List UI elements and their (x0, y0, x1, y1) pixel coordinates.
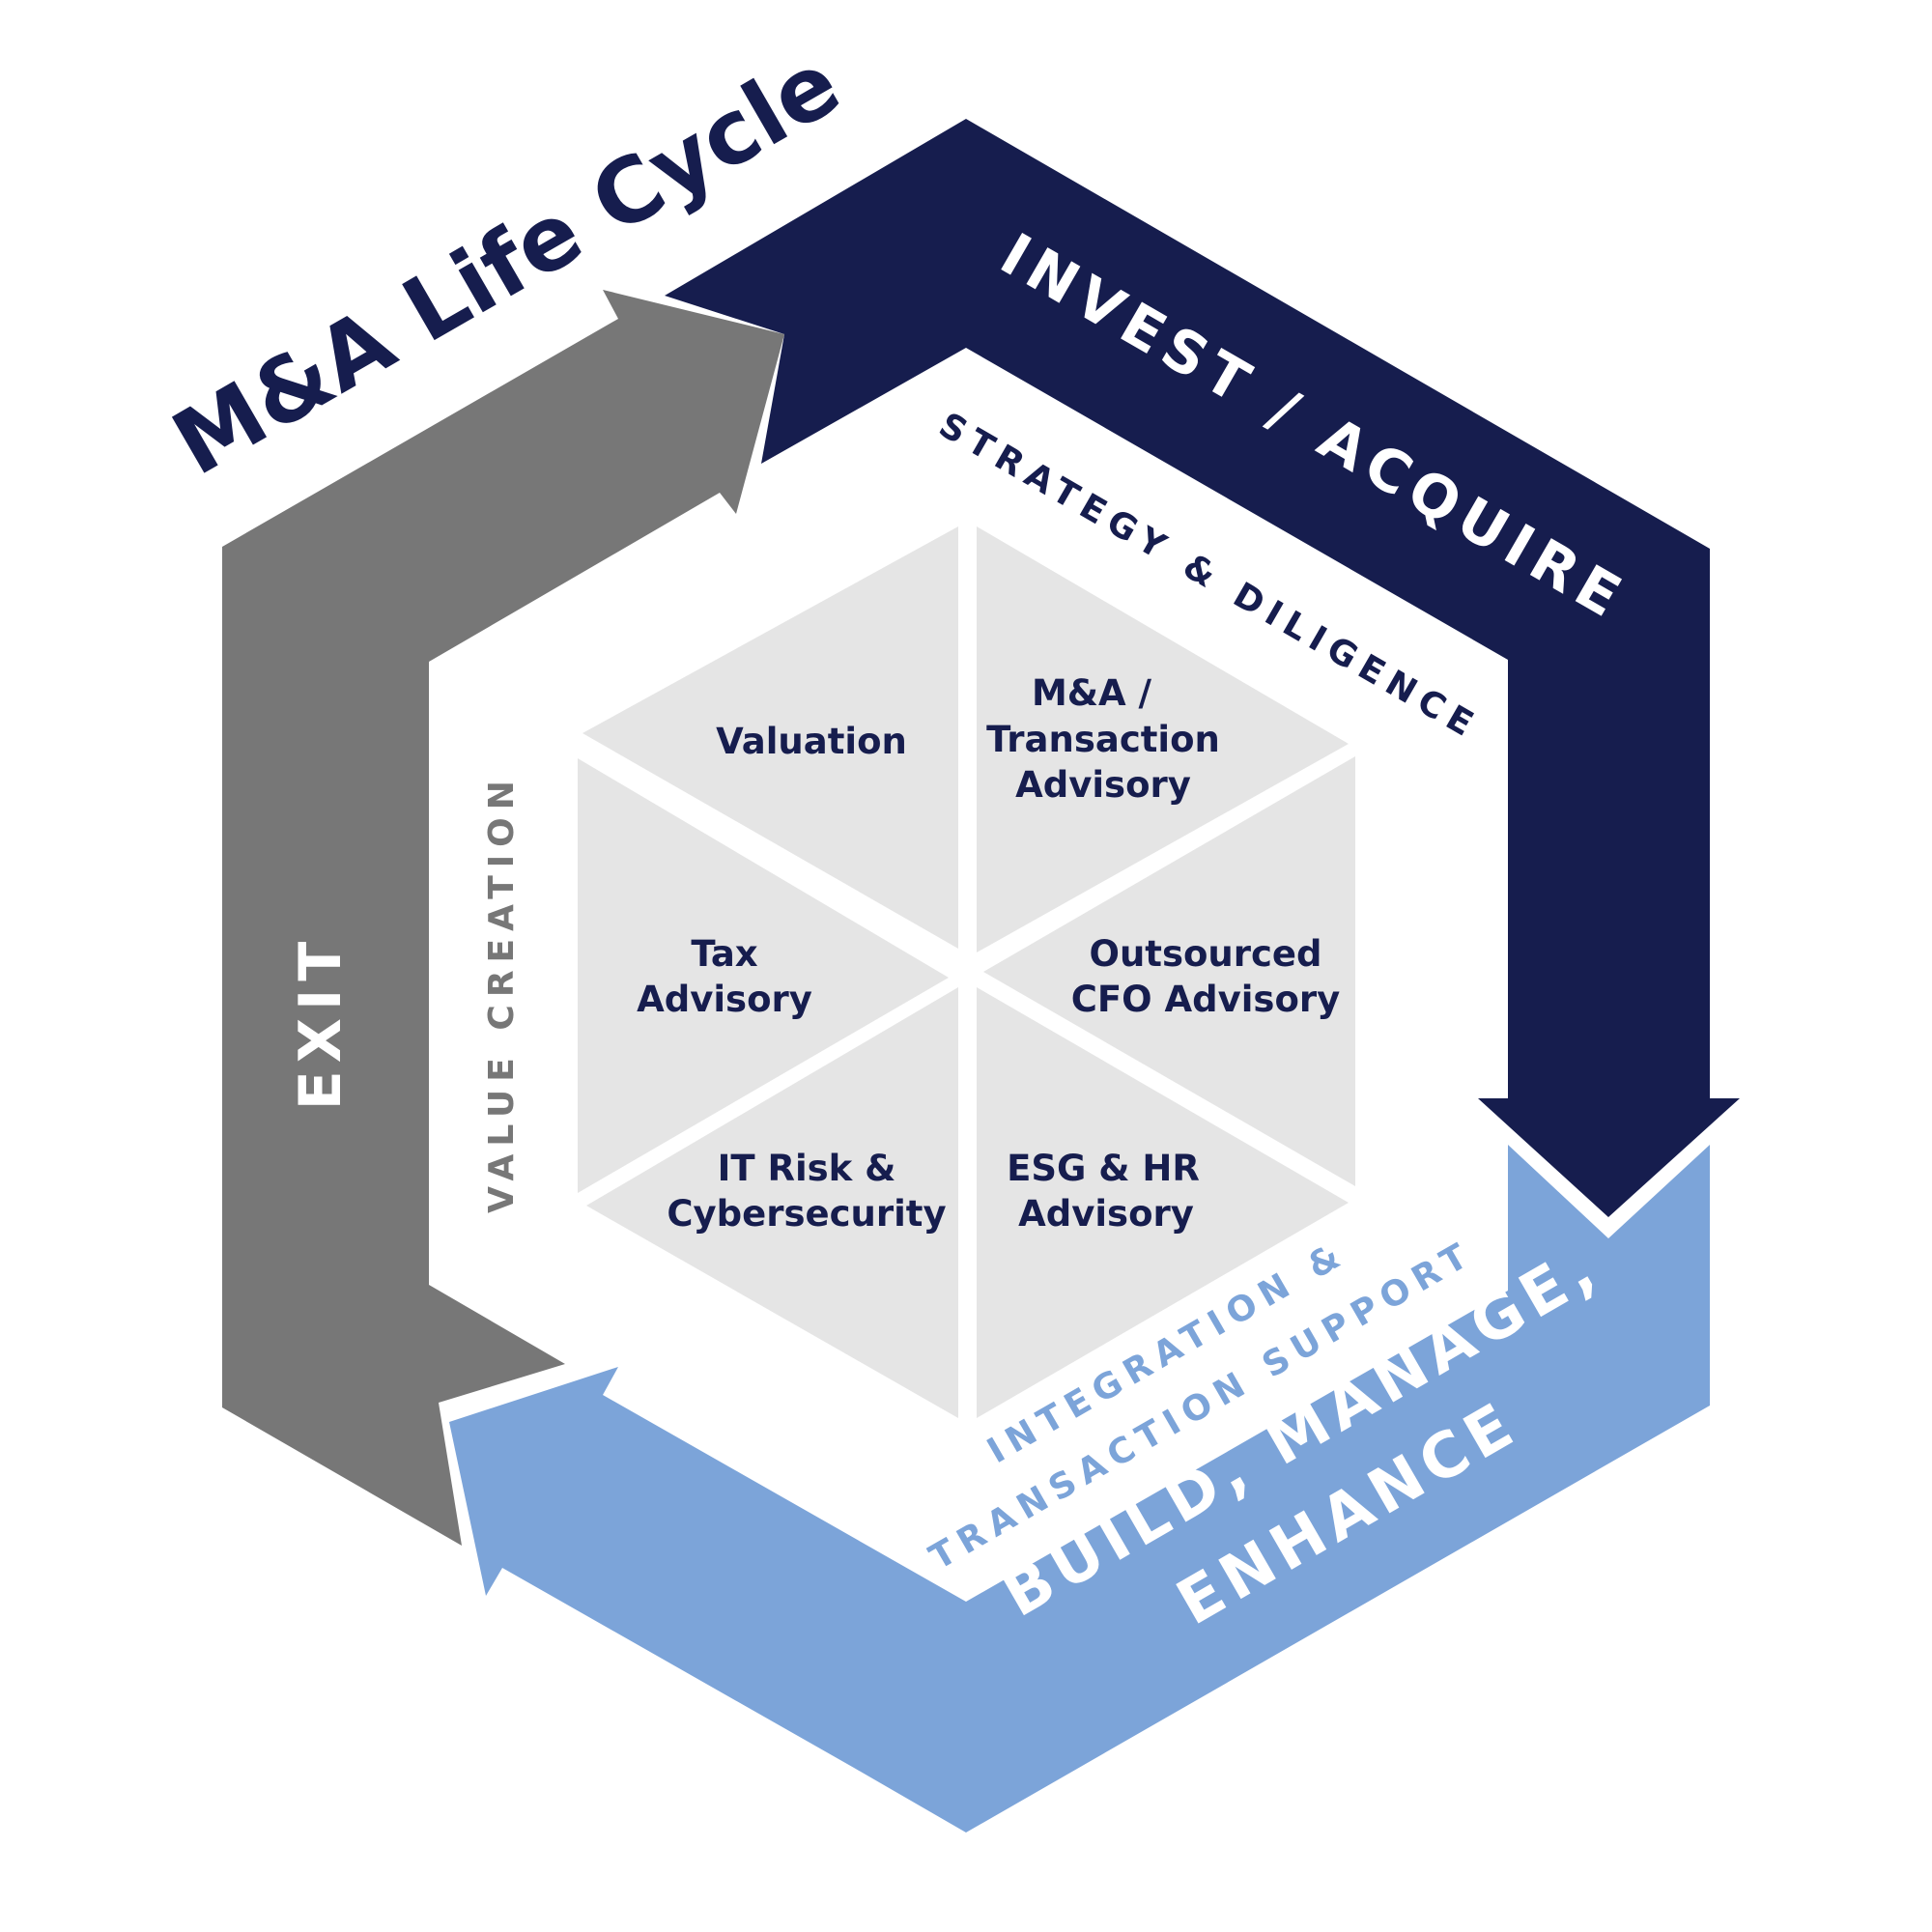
panel-outsourced-cfo-advisory (983, 756, 1355, 1186)
panel-esg-hr-advisory (977, 987, 1349, 1418)
service-it-line2: Cybersecurity (667, 1193, 946, 1235)
sub-stage-value-creation: VALUE CREATION (482, 773, 522, 1213)
build-manage-enhance-arrow (449, 1145, 1710, 1833)
service-ma-line3: Advisory (1015, 764, 1191, 806)
service-cfo-line2: CFO Advisory (1071, 979, 1341, 1020)
invest-acquire-arrow (665, 119, 1740, 1217)
service-ma-line2: Transaction (986, 719, 1220, 760)
panel-valuation (582, 526, 958, 949)
service-valuation: Valuation (716, 721, 907, 762)
panel-it-risk-cybersecurity (586, 987, 958, 1418)
service-tax-line2: Advisory (637, 979, 812, 1020)
exit-arrow (222, 290, 784, 1546)
service-ma-line1: M&A / (1032, 672, 1152, 714)
panel-tax-advisory (578, 758, 949, 1193)
service-it-line1: IT Risk & (718, 1148, 896, 1189)
panel-ma-transaction-advisory (977, 526, 1349, 952)
phase-label-invest-acquire: INVEST / ACQUIRE (989, 220, 1638, 634)
service-tax-line1: Tax (691, 933, 757, 975)
phase-label-exit: EXIT (287, 934, 355, 1111)
service-cfo-line1: Outsourced (1089, 933, 1321, 975)
service-esg-line1: ESG & HR (1007, 1148, 1200, 1189)
service-esg-line2: Advisory (1018, 1193, 1194, 1235)
